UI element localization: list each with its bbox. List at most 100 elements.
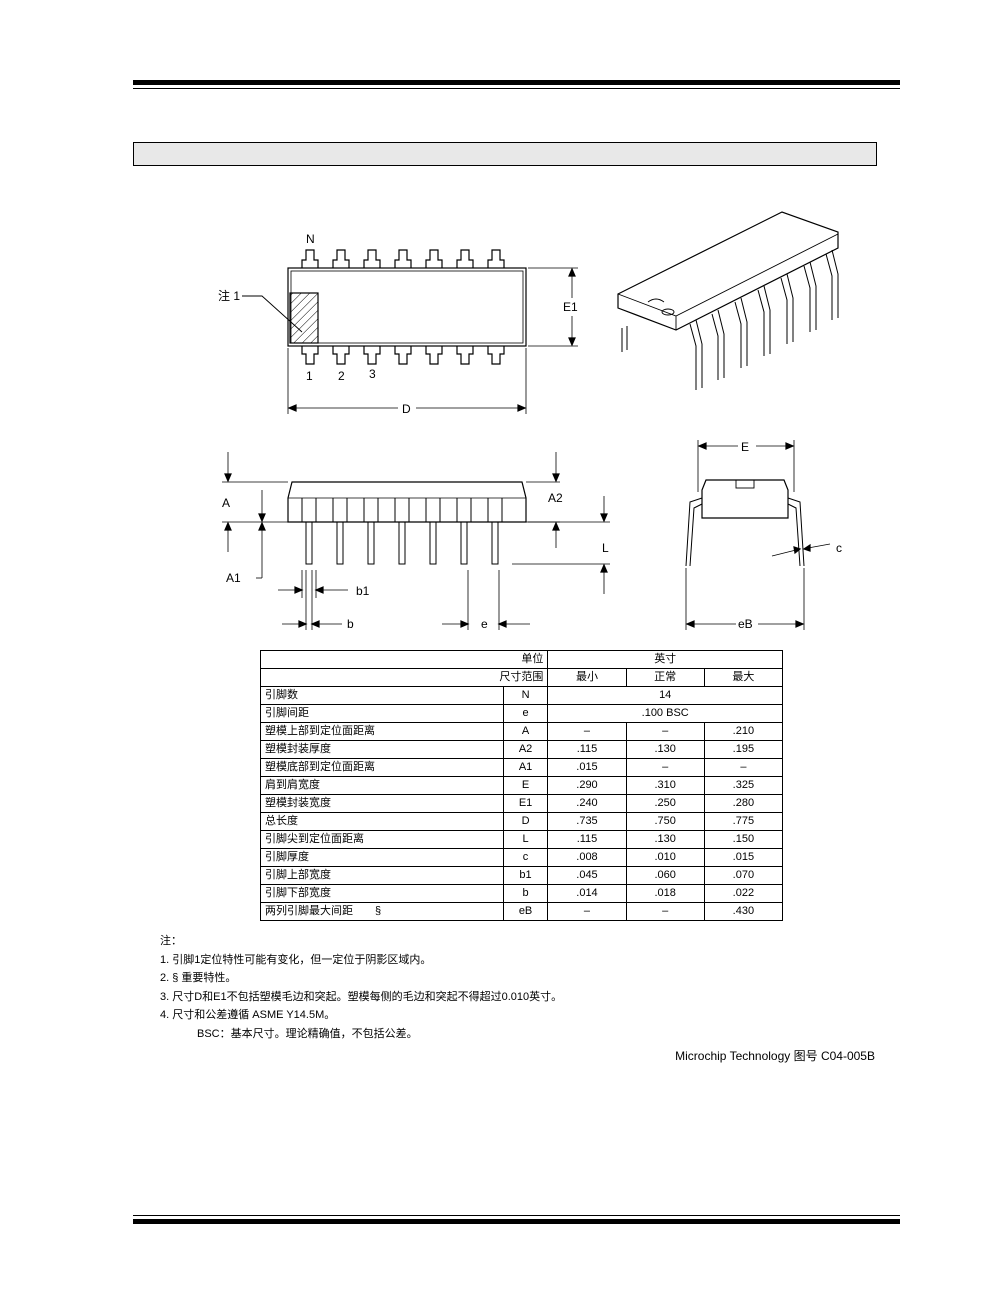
row-min: .015 bbox=[547, 758, 627, 777]
table-row: 塑模封装厚度 A2 .115 .130 .195 bbox=[260, 740, 784, 759]
header-unit-value: 英寸 bbox=[547, 650, 783, 669]
row-symbol: b1 bbox=[502, 866, 549, 885]
notes-heading: 注： bbox=[160, 935, 182, 947]
row-symbol: A2 bbox=[502, 740, 549, 759]
row-max: .325 bbox=[703, 776, 784, 795]
row-symbol: E bbox=[502, 776, 549, 795]
row-symbol: A1 bbox=[502, 758, 549, 777]
row-nom: – bbox=[625, 722, 705, 741]
row-merged-value: .100 BSC bbox=[547, 704, 783, 723]
label-A: A bbox=[222, 496, 230, 510]
note-bsc: BSC：基本尺寸。理论精确值，不包括公差。 bbox=[197, 1027, 418, 1040]
row-max: – bbox=[703, 758, 784, 777]
table-header-range: 尺寸范围 最小 正常 最大 bbox=[259, 668, 784, 687]
table-row: 塑模上部到定位面距离 A – – .210 bbox=[260, 722, 784, 741]
header-unit-label: 单位 bbox=[259, 650, 549, 669]
row-max: .195 bbox=[703, 740, 784, 759]
row-nom: – bbox=[625, 758, 705, 777]
label-N: N bbox=[306, 232, 315, 246]
header-max: 最大 bbox=[703, 668, 784, 687]
header-nom: 正常 bbox=[625, 668, 705, 687]
table-row: 引脚下部宽度 b .014 .018 .022 bbox=[260, 884, 784, 903]
iso-front-pins bbox=[689, 249, 839, 390]
row-max: .430 bbox=[703, 902, 784, 921]
note-item: 4. 尺寸和公差遵循 ASME Y14.5M。 bbox=[160, 1009, 336, 1021]
row-max: .070 bbox=[703, 866, 784, 885]
row-min: – bbox=[547, 902, 627, 921]
bottom-pins bbox=[301, 346, 505, 365]
row-desc: 总长度 bbox=[260, 812, 504, 831]
row-desc: 塑模上部到定位面距离 bbox=[260, 722, 504, 741]
label-eB: eB bbox=[738, 617, 753, 631]
row-desc: 引脚间距 bbox=[260, 704, 504, 723]
row-nom: .310 bbox=[625, 776, 705, 795]
row-max: .150 bbox=[703, 830, 784, 849]
drawing-number: Microchip Technology 图号 C04-005B bbox=[675, 1049, 875, 1063]
note-item: 3. 尺寸D和E1不包括塑模毛边和突起。塑模每侧的毛边和突起不得超过0.010英… bbox=[160, 990, 563, 1003]
row-max: .022 bbox=[703, 884, 784, 903]
row-min: .240 bbox=[547, 794, 627, 813]
row-min: – bbox=[547, 722, 627, 741]
table-row: 引脚尖到定位面距离 L .115 .130 .150 bbox=[260, 830, 784, 849]
row-symbol: A bbox=[502, 722, 549, 741]
footer-rule-thin bbox=[133, 1215, 900, 1216]
end-view bbox=[685, 440, 831, 630]
top-view bbox=[242, 249, 578, 414]
row-symbol: b bbox=[502, 884, 549, 903]
label-c: c bbox=[836, 541, 842, 555]
row-max: .280 bbox=[703, 794, 784, 813]
row-desc: 肩到肩宽度 bbox=[260, 776, 504, 795]
row-nom: .130 bbox=[625, 830, 705, 849]
table-row: 引脚厚度 c .008 .010 .015 bbox=[260, 848, 784, 867]
side-pins bbox=[301, 498, 503, 565]
label-A2: A2 bbox=[548, 491, 563, 505]
row-min: .115 bbox=[547, 830, 627, 849]
label-note1: 注 1 bbox=[218, 288, 240, 303]
row-symbol: c bbox=[502, 848, 549, 867]
isometric-view bbox=[617, 211, 839, 390]
row-desc: 塑模底部到定位面距离 bbox=[260, 758, 504, 777]
row-max: .015 bbox=[703, 848, 784, 867]
label-e: e bbox=[481, 617, 488, 631]
table-row: 两列引脚最大间距 § eB – – .430 bbox=[260, 902, 784, 921]
label-pin1: 1 bbox=[306, 369, 313, 383]
table-row: 肩到肩宽度 E .290 .310 .325 bbox=[260, 776, 784, 795]
row-symbol: D bbox=[502, 812, 549, 831]
label-A1: A1 bbox=[226, 571, 241, 585]
row-merged-value: 14 bbox=[547, 686, 783, 705]
row-symbol: E1 bbox=[502, 794, 549, 813]
label-b: b bbox=[347, 617, 354, 631]
row-nom: .750 bbox=[625, 812, 705, 831]
row-desc: 引脚下部宽度 bbox=[260, 884, 504, 903]
row-symbol: N bbox=[502, 686, 549, 705]
row-nom: .060 bbox=[625, 866, 705, 885]
table-header-units: 单位 英寸 bbox=[259, 650, 783, 669]
dimension-table: 单位 英寸 尺寸范围 最小 正常 最大 引脚数 N 14 引脚间距 e .100… bbox=[259, 650, 784, 921]
label-pin2: 2 bbox=[338, 369, 345, 383]
row-min: .014 bbox=[547, 884, 627, 903]
label-E: E bbox=[741, 440, 749, 454]
footer-rule-thick bbox=[133, 1219, 900, 1224]
header-min: 最小 bbox=[547, 668, 627, 687]
pin1-area bbox=[289, 292, 319, 344]
row-symbol: eB bbox=[502, 902, 549, 921]
table-row: 引脚上部宽度 b1 .045 .060 .070 bbox=[260, 866, 784, 885]
note-item: 1. 引脚1定位特性可能有变化，但一定位于阴影区域内。 bbox=[160, 953, 432, 966]
row-min: .008 bbox=[547, 848, 627, 867]
section-title-bar bbox=[133, 142, 877, 166]
header-rule-thick bbox=[133, 80, 900, 85]
row-desc: 引脚尖到定位面距离 bbox=[260, 830, 504, 849]
row-min: .045 bbox=[547, 866, 627, 885]
row-nom: .130 bbox=[625, 740, 705, 759]
row-desc: 两列引脚最大间距 § bbox=[260, 902, 504, 921]
row-desc: 引脚数 bbox=[260, 686, 504, 705]
row-min: .115 bbox=[547, 740, 627, 759]
package-drawing: N 注 1 1 2 3 E1 D bbox=[218, 211, 842, 631]
table-row: 塑模底部到定位面距离 A1 .015 – – bbox=[260, 758, 784, 777]
label-E1: E1 bbox=[563, 300, 578, 314]
table-row: 引脚数 N 14 bbox=[260, 686, 783, 705]
top-view-body-inner bbox=[290, 270, 524, 344]
header-rule-thin bbox=[133, 88, 900, 89]
label-D: D bbox=[402, 402, 411, 416]
row-nom: .250 bbox=[625, 794, 705, 813]
